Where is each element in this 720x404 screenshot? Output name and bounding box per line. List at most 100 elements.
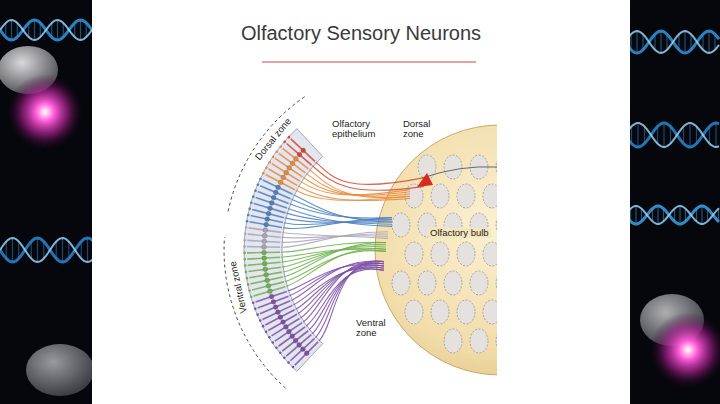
neuron-soma	[263, 267, 268, 272]
helix-rung	[635, 206, 636, 224]
axon	[312, 166, 424, 191]
neuron-cilia	[252, 195, 255, 198]
neuron-cilia	[271, 341, 274, 344]
neuron-cilia	[259, 178, 262, 181]
sensory-neuron	[248, 234, 281, 237]
glomerulus	[496, 329, 497, 353]
neuron-soma	[278, 315, 283, 320]
neuron-cilia	[265, 330, 268, 333]
helix-rung	[80, 20, 81, 40]
bulb-sphere	[375, 125, 497, 375]
neuron-cilia	[288, 136, 291, 139]
glomerulus	[483, 300, 497, 324]
glomerulus	[483, 184, 497, 208]
neuron-soma	[264, 222, 269, 227]
glomerulus	[431, 300, 449, 324]
neuron-cilia	[259, 319, 262, 322]
epithelium-band	[244, 129, 323, 372]
glomerulus	[457, 300, 475, 324]
sensory-neuron	[258, 192, 289, 204]
helix-strand	[625, 123, 719, 147]
title-rule	[262, 62, 476, 63]
axon	[291, 199, 392, 220]
olfactory-epithelium	[243, 129, 322, 372]
neuron-soma	[287, 329, 292, 334]
neuron-soma	[271, 195, 276, 200]
axon	[288, 208, 392, 226]
neuron-cilia	[244, 264, 247, 267]
olfactory-bulb	[375, 125, 497, 375]
neuron-cilia	[279, 145, 282, 148]
glomerulus	[405, 300, 423, 324]
neuron-cilia	[248, 289, 251, 292]
neuron-soma	[304, 351, 309, 356]
neuron-soma	[273, 190, 278, 195]
neuron-cilia	[243, 252, 246, 255]
sensory-neuron	[251, 277, 283, 284]
neuron-soma	[281, 175, 286, 180]
glomerulus	[457, 184, 475, 208]
sensory-neuron	[256, 197, 287, 208]
sensory-neuron	[249, 272, 282, 278]
axon-fibers	[281, 162, 424, 341]
neuron-cilia	[292, 366, 295, 369]
neuron-cilia	[275, 150, 278, 153]
neuron-soma	[293, 157, 298, 162]
axon	[282, 246, 386, 267]
part-label: Olfactory bulb	[428, 228, 491, 238]
sensory-neuron	[249, 228, 282, 232]
neuron-soma	[262, 250, 267, 255]
neuron-soma	[293, 338, 298, 343]
helix-rung	[689, 123, 690, 147]
neuron-cilia	[283, 141, 286, 144]
neuron-soma	[269, 294, 274, 299]
sensory-neuron	[265, 310, 294, 325]
glomerulus	[470, 329, 488, 353]
sensory-neuron	[291, 139, 315, 162]
neuron-soma	[275, 310, 280, 315]
neuron-cilia	[254, 307, 257, 310]
helix-rung	[636, 31, 637, 53]
neuron-cilia	[268, 161, 271, 164]
glomerulus	[392, 271, 410, 295]
neuron-soma	[268, 289, 273, 294]
helix-strand	[625, 31, 719, 53]
glomerulus	[392, 213, 410, 237]
neuron-cilia	[250, 295, 253, 298]
sensory-neuron	[260, 186, 290, 199]
neuron-soma	[290, 334, 295, 339]
helix-strand	[0, 238, 94, 262]
helix-rung	[715, 123, 716, 147]
neuron-cilia	[246, 277, 249, 280]
helix-rung	[62, 238, 63, 262]
axon	[303, 178, 410, 196]
neuron-soma	[268, 206, 273, 211]
axon	[281, 234, 388, 243]
pink-glow	[7, 74, 83, 150]
neuron-soma	[263, 228, 268, 233]
neuron-cilia	[257, 184, 260, 187]
axon	[291, 261, 384, 300]
neuron-soma	[297, 152, 302, 157]
helix-rung	[57, 20, 58, 40]
helix-rung	[11, 20, 12, 40]
sensory-neuron	[249, 222, 281, 228]
neuron-soma	[265, 278, 270, 283]
helix-rung	[660, 31, 661, 53]
neuron-soma	[273, 305, 278, 310]
neuron-cilia	[256, 313, 259, 316]
neuron-cilia	[262, 325, 265, 328]
sensory-neuron	[254, 203, 286, 212]
neuron-cilia	[254, 189, 257, 192]
neuron-soma	[262, 233, 267, 238]
neuron-cilia	[245, 271, 248, 274]
helix-rung	[684, 31, 685, 53]
glomerulus	[431, 242, 449, 266]
glomerulus	[496, 213, 497, 237]
slide-panel	[92, 0, 630, 404]
axon	[306, 173, 410, 196]
neuron-cilia	[243, 239, 246, 242]
sensory-neuron	[248, 267, 281, 271]
